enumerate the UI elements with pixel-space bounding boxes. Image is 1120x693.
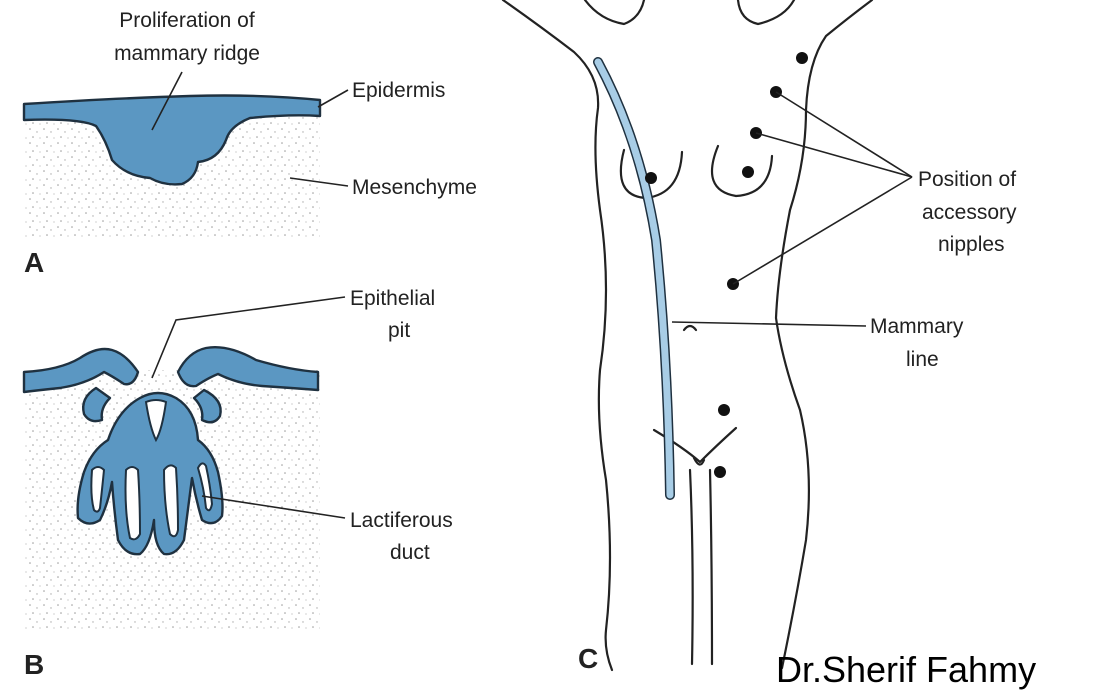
label-proliferation-line2: mammary ridge xyxy=(114,42,260,65)
groin-midline xyxy=(690,458,712,664)
label-accessory-line1: Position of xyxy=(918,168,1016,191)
leader-accessory-3 xyxy=(733,177,912,284)
accessory-nipple-dot xyxy=(796,52,808,64)
leader-accessory-2 xyxy=(756,133,912,177)
leader-epidermis xyxy=(318,90,348,107)
panel-c: Position of accessory nipples Mammary li… xyxy=(503,0,1017,674)
mammary-line-band-fill xyxy=(598,62,670,495)
label-epidermis: Epidermis xyxy=(352,79,445,102)
panel-a-letter: A xyxy=(24,247,44,278)
leader-mammary-line xyxy=(672,322,866,326)
label-mammary-line1: Mammary xyxy=(870,315,964,338)
breast-right xyxy=(712,146,772,196)
accessory-nipple-dot xyxy=(714,466,726,478)
head-outline xyxy=(585,0,644,24)
label-lactiferous-duct-line1: Lactiferous xyxy=(350,509,453,532)
torso-outline-left xyxy=(503,0,612,670)
panel-b-letter: B xyxy=(24,649,44,680)
panel-b-epidermis-right xyxy=(178,347,318,390)
accessory-nipple-dot xyxy=(742,166,754,178)
head-outline-right xyxy=(738,0,794,24)
author-credit: Dr.Sherif Fahmy xyxy=(776,649,1036,690)
label-proliferation-line1: Proliferation of xyxy=(119,9,255,32)
label-epithelial-pit-line1: Epithelial xyxy=(350,287,435,310)
panel-c-letter: C xyxy=(578,643,598,674)
panel-b-lumen-2 xyxy=(126,467,141,539)
accessory-nipple-dot xyxy=(645,172,657,184)
label-accessory-line2: accessory xyxy=(922,201,1017,224)
navel xyxy=(684,326,696,330)
label-mammary-line2: line xyxy=(906,348,939,371)
panel-a: A Proliferation of mammary ridge Epiderm… xyxy=(24,9,477,278)
label-epithelial-pit-line2: pit xyxy=(388,319,410,342)
accessory-nipple-dot xyxy=(718,404,730,416)
label-lactiferous-duct-line2: duct xyxy=(390,541,430,564)
label-accessory-line3: nipples xyxy=(938,233,1005,256)
leader-accessory-1 xyxy=(776,92,912,177)
label-mesenchyme: Mesenchyme xyxy=(352,176,477,199)
panel-b: B Epithelial pit Lactiferous duct xyxy=(24,287,453,680)
